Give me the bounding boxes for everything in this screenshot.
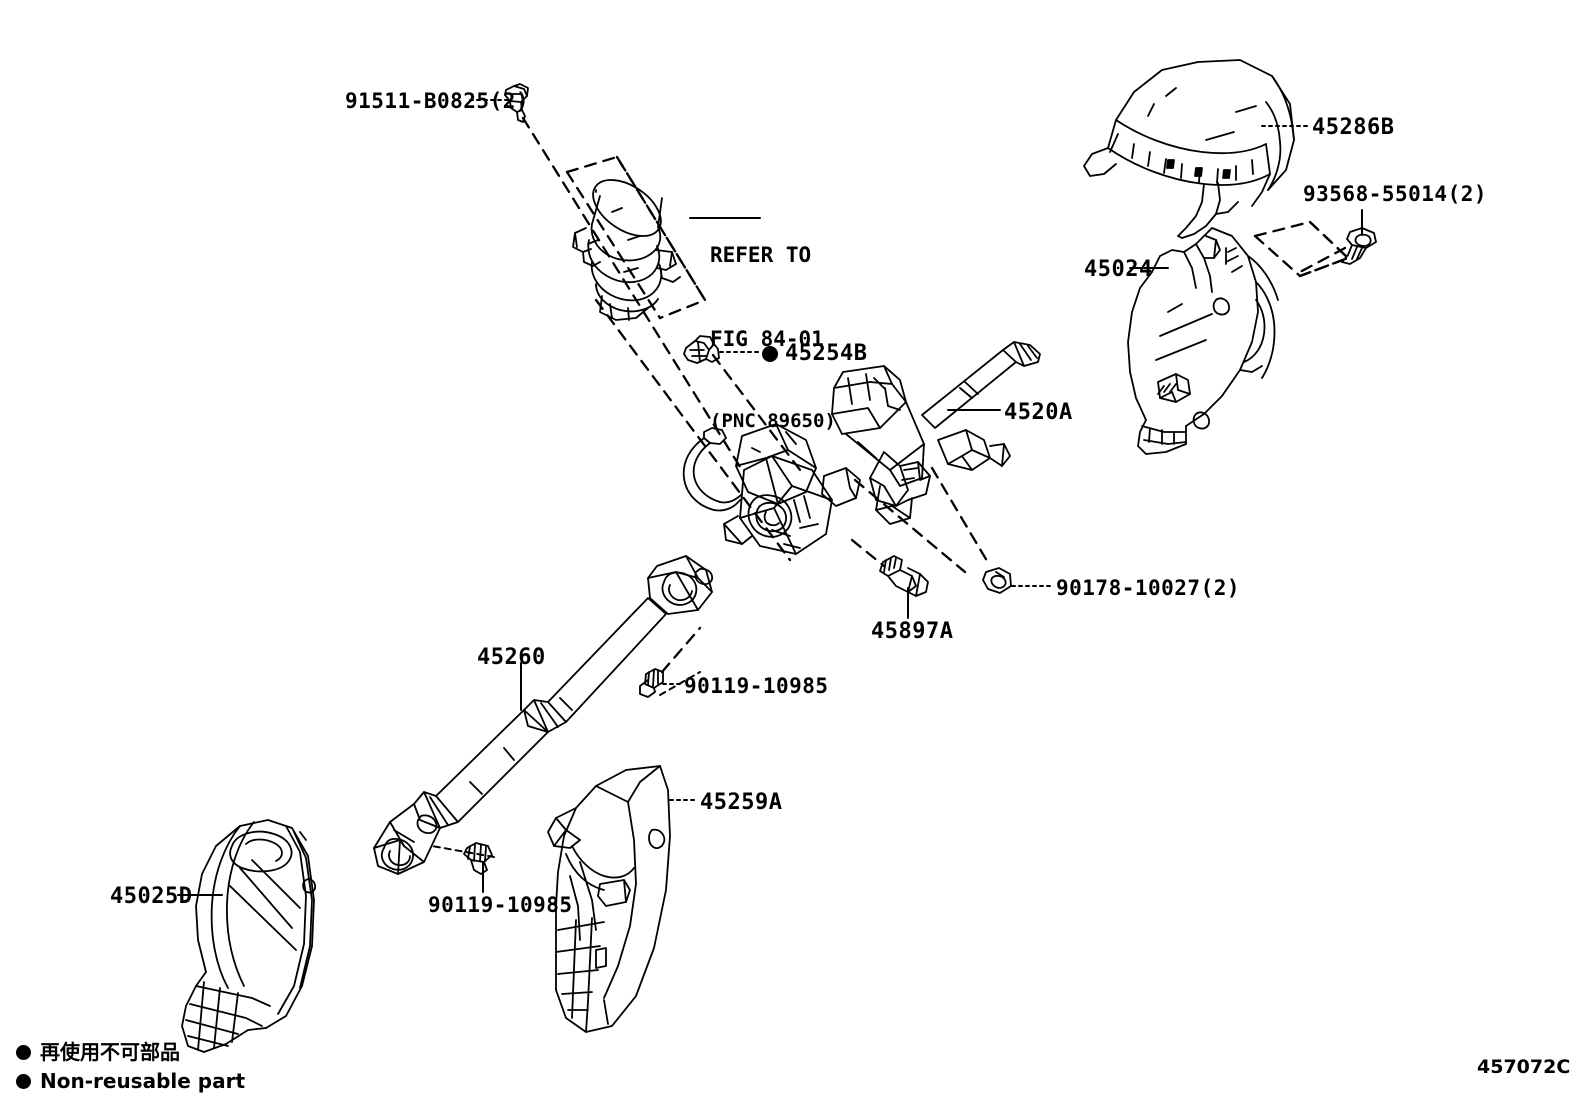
non-reusable-marker-icon bbox=[762, 346, 778, 362]
reference-note-line3: (PNC 89650) bbox=[710, 410, 836, 433]
callout-45024: 45024 bbox=[1084, 257, 1153, 282]
figure-code: 457072C bbox=[1477, 1056, 1571, 1078]
part-4520A-column bbox=[831, 341, 1041, 525]
non-reusable-marker-icon bbox=[16, 1045, 31, 1060]
callout-45025d: 45025D bbox=[110, 884, 193, 909]
legend-row-japanese: 再使用不可部品 bbox=[16, 1038, 245, 1067]
part-93568-screw bbox=[1341, 227, 1377, 265]
part-45897A-bolt bbox=[879, 555, 929, 597]
non-reusable-marker-icon bbox=[16, 1074, 31, 1089]
part-45254B-clip bbox=[683, 335, 720, 364]
callout-90119-10985-lower: 90119-10985 bbox=[428, 893, 573, 917]
callout-93568-55014: 93568-55014(2) bbox=[1303, 182, 1488, 206]
part-eps-motor-assembly bbox=[682, 423, 861, 555]
part-45286B-cover bbox=[1083, 59, 1295, 239]
leader-lines bbox=[177, 99, 1363, 896]
callout-90119-10985-upper: 90119-10985 bbox=[684, 674, 829, 698]
reference-note-line1: REFER TO bbox=[710, 242, 812, 267]
callout-45254b: 45254B bbox=[785, 341, 868, 366]
callout-91511-b0825: 91511-B0825(2) bbox=[345, 89, 530, 113]
reference-note: REFER TO FIG 84-01 (PNC 89650) bbox=[710, 186, 836, 490]
callout-45286b: 45286B bbox=[1312, 115, 1395, 140]
callout-90178-10027: 90178-10027(2) bbox=[1056, 576, 1241, 600]
part-45260-intermediate-shaft bbox=[373, 555, 714, 875]
legend-row-english: Non-reusable part bbox=[16, 1067, 245, 1096]
callout-45254b-wrapper: 45254B bbox=[762, 340, 867, 368]
part-90119-bolt-upper bbox=[639, 668, 664, 698]
callout-45259a: 45259A bbox=[700, 790, 783, 815]
legend: 再使用不可部品 Non-reusable part bbox=[16, 1038, 245, 1096]
part-steering-boot bbox=[572, 179, 681, 321]
callout-45897a: 45897A bbox=[871, 619, 954, 644]
part-45025D-cover bbox=[181, 819, 317, 1053]
part-90119-bolt-lower bbox=[463, 842, 493, 875]
callout-4520a: 4520A bbox=[1004, 400, 1073, 425]
legend-text-japanese: 再使用不可部品 bbox=[40, 1040, 180, 1064]
explode-axis-lines bbox=[521, 116, 1350, 674]
part-91511-bolt bbox=[504, 83, 529, 123]
part-45259A-cover bbox=[547, 765, 671, 1033]
part-45024-cover bbox=[1127, 227, 1279, 455]
part-90178-nut bbox=[982, 567, 1012, 594]
callout-45260: 45260 bbox=[477, 645, 546, 670]
legend-text-english: Non-reusable part bbox=[40, 1069, 246, 1093]
